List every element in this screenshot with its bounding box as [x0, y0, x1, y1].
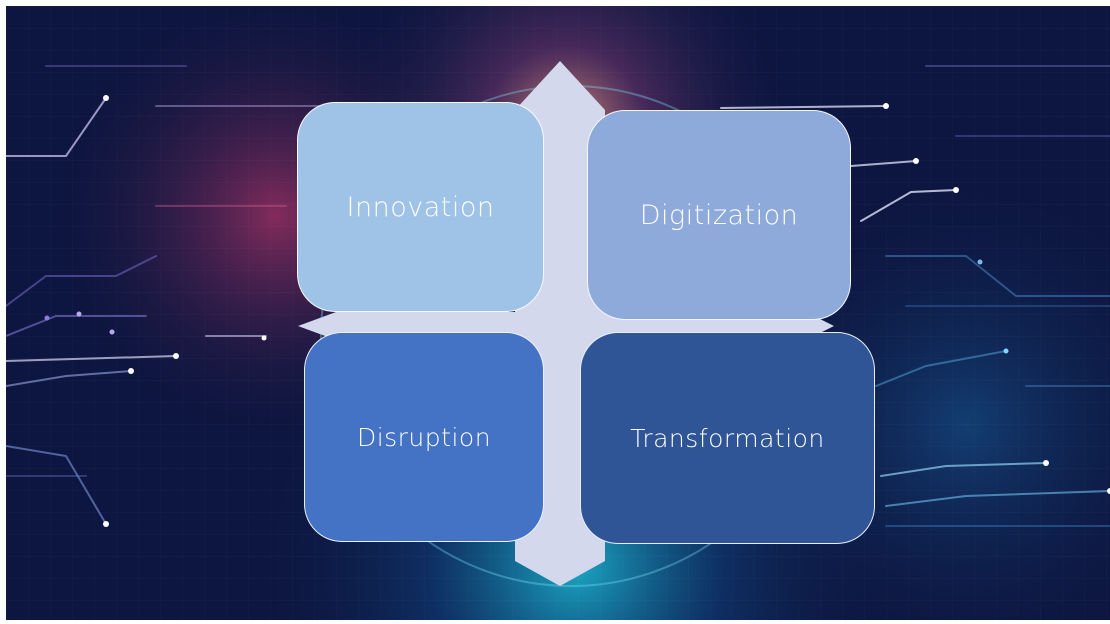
quadrant-label: Disruption	[356, 422, 492, 452]
quadrant-label: Transformation	[630, 423, 825, 453]
circuit-nodes	[44, 95, 1110, 527]
quadrant-label: Digitization	[639, 199, 799, 231]
circuit-background	[6, 6, 1110, 620]
quadrant-transformation: Transformation	[580, 332, 875, 544]
quadrant-digitization: Digitization	[587, 110, 851, 320]
slide: Innovation Digitization Disruption Trans…	[6, 6, 1110, 620]
circuit-traces	[6, 65, 1110, 527]
quadrant-label: Innovation	[346, 191, 495, 223]
quadrant-innovation: Innovation	[297, 102, 544, 312]
quadrant-disruption: Disruption	[304, 332, 544, 542]
